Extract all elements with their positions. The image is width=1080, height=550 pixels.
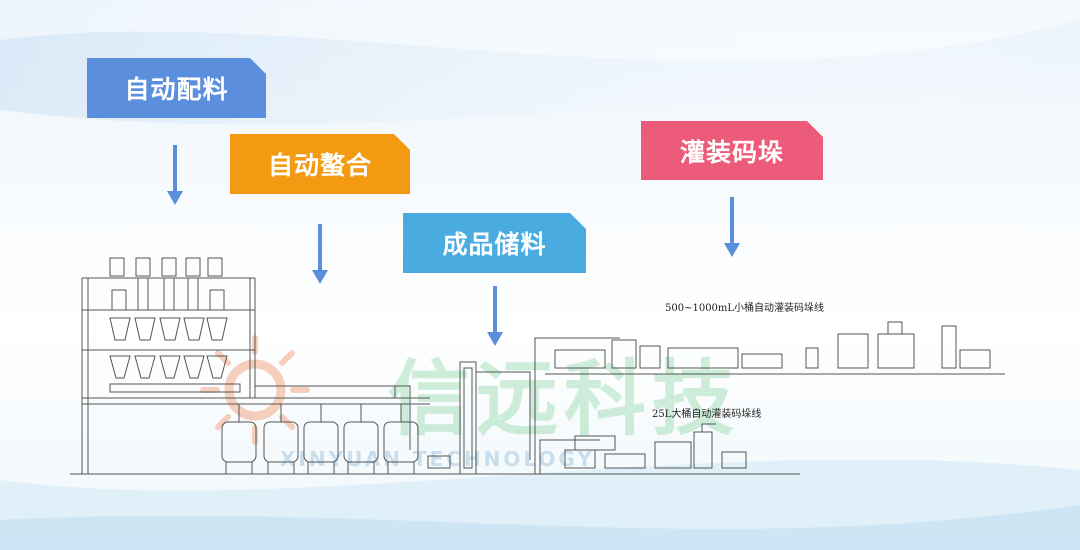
down-arrow-icon [167,145,183,205]
down-arrow-icon [724,197,740,257]
pump [427,455,451,469]
stage-label-batching: 自动配料 [87,58,266,118]
caption-large-drum-line: 25L大桶自动灌装码垛线 [652,409,762,420]
transfer-pipe [255,385,396,398]
stage-label-storage: 成品储料 [403,213,586,273]
large-drum-line [545,423,800,475]
feed-tubes [111,277,225,311]
top-hoppers [109,257,223,277]
down-arrow-icon [312,224,328,284]
small-bottle-line [545,321,1005,375]
weighing-hoppers-lower [109,355,228,379]
weighing-hoppers-upper [109,317,228,341]
storage-tower [459,361,531,475]
riser-pipe [534,337,620,474]
chelation-reactors [221,404,419,474]
caption-small-bottle-line: 500~1000mL小桶自动灌装码垛线 [665,303,825,314]
stage-label-chelation: 自动螯合 [230,134,410,194]
down-arrow-icon [487,286,503,346]
batching-frame [81,277,430,474]
batching-conveyor [109,383,241,393]
stage-label-filling: 灌装码垛 [641,121,823,180]
